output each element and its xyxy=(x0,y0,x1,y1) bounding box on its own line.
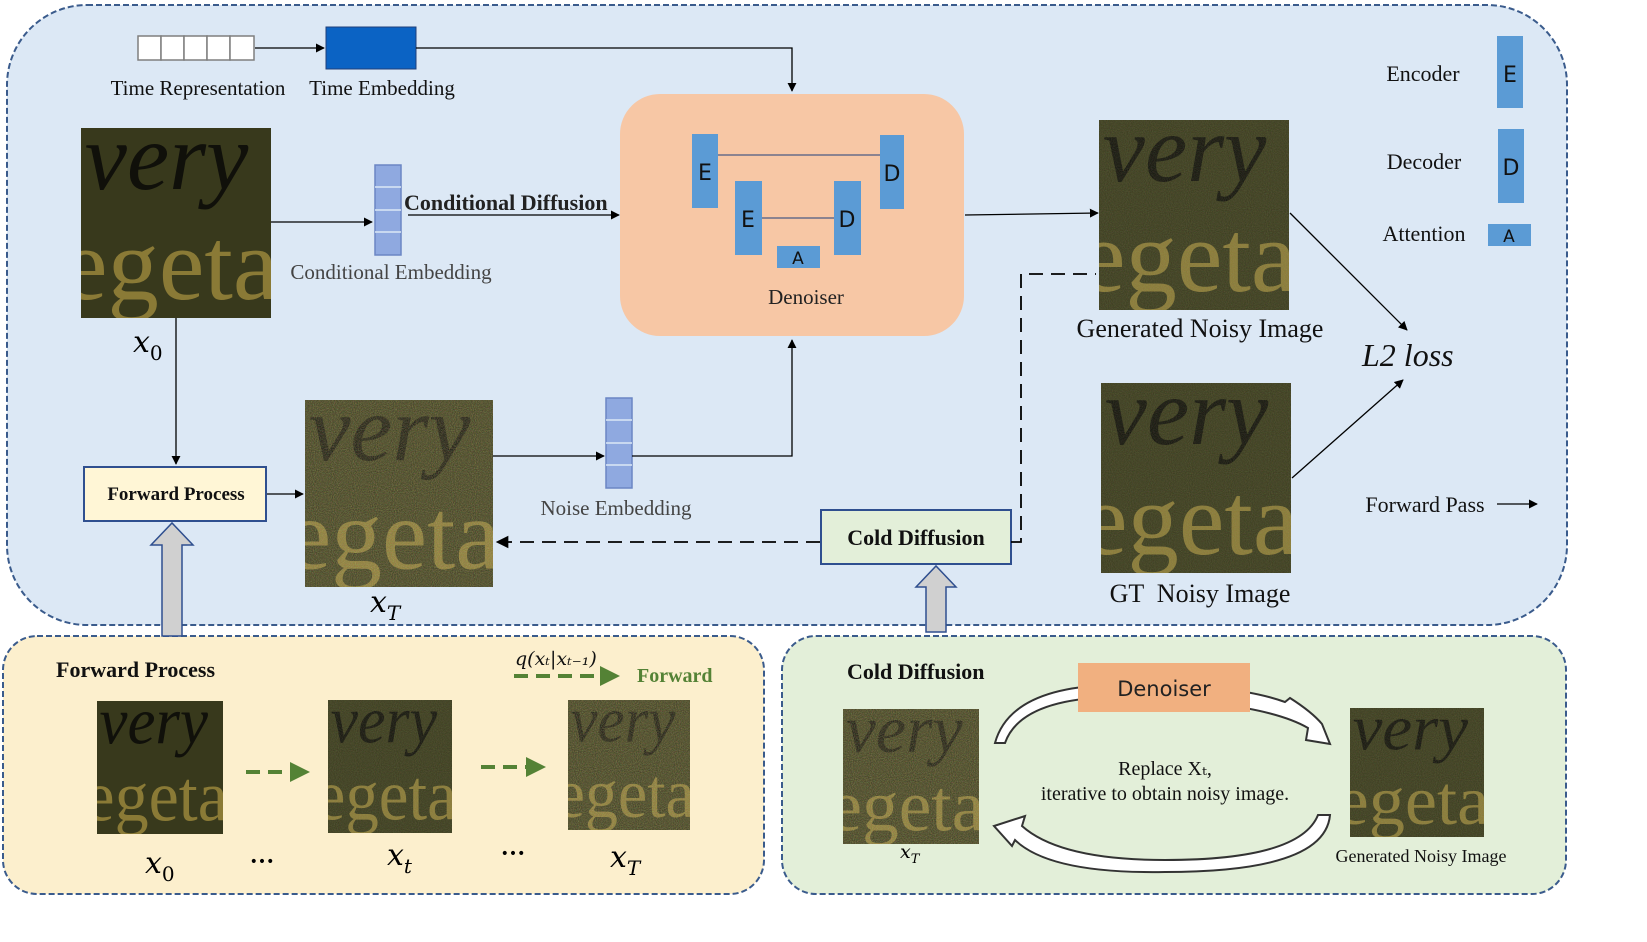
unet-decoder-outer-label: D xyxy=(884,162,901,187)
forward-xT-image xyxy=(568,700,690,830)
cold-generated-image xyxy=(1350,708,1484,837)
unet-decoder-inner xyxy=(834,181,861,255)
forward-xt-image xyxy=(328,700,452,833)
forward-up-arrow xyxy=(149,521,195,637)
forward-panel-title: Forward Process xyxy=(56,657,215,682)
cold-panel-title: Cold Diffusion xyxy=(847,659,985,684)
forward-legend-label: Forward xyxy=(637,665,713,687)
x0-image xyxy=(81,128,271,318)
legend-encoder-symbol: E xyxy=(1503,63,1517,88)
cold-denoiser-label: Denoiser xyxy=(1117,677,1211,701)
conditional-embedding-bar xyxy=(374,164,402,256)
xT-label: xT xyxy=(370,585,402,625)
legend-forward-pass-label: Forward Pass xyxy=(1365,492,1484,517)
denoiser-label: Denoiser xyxy=(768,285,844,309)
conditional-diffusion-label: Conditional Diffusion xyxy=(404,190,608,215)
unet-attention xyxy=(777,246,820,268)
arrow-generated-to-l2 xyxy=(1289,212,1408,331)
legend-attention-swatch xyxy=(1488,224,1531,246)
dashed-cold-to-generated xyxy=(1011,273,1096,543)
time-embedding-block xyxy=(325,26,417,70)
unet-attention-label: A xyxy=(792,249,804,269)
arrow-gt-to-l2 xyxy=(1291,379,1404,479)
forward-xT-label: xT xyxy=(610,840,642,880)
conditional-embedding-label: Conditional Embedding xyxy=(290,260,492,284)
unet-decoder-inner-label: D xyxy=(839,208,856,233)
forward-x0-label: x0 xyxy=(145,846,175,886)
cold-xT-label: xT xyxy=(900,841,921,867)
cold-diffusion-label: Cold Diffusion xyxy=(847,525,985,550)
forward-process-box xyxy=(83,466,267,522)
generated-noisy-label: Generated Noisy Image xyxy=(1077,314,1324,343)
unet-decoder-outer xyxy=(880,135,904,209)
unet-encoder-inner xyxy=(735,181,762,255)
cold-generated-label: Generated Noisy Image xyxy=(1336,846,1507,866)
cold-diffusion-box xyxy=(820,509,1012,565)
arrow-denoiser-to-generated xyxy=(964,208,1099,218)
cold-denoiser-block xyxy=(1078,663,1250,712)
forward-xt-label: xt xyxy=(387,838,413,878)
generated-noisy-image xyxy=(1099,120,1289,310)
gt-noisy-image xyxy=(1101,383,1291,573)
legend-decoder-symbol: D xyxy=(1503,156,1520,181)
noise-embedding-label: Noise Embedding xyxy=(540,496,692,520)
arrow-timeemb-to-denoiser xyxy=(416,47,797,92)
time-representation-block xyxy=(137,35,255,61)
unet-encoder-outer-label: E xyxy=(698,161,712,186)
arrow-noise-emb-to-denoiser xyxy=(632,339,797,457)
cold-replace-text: Replace Xₜ, xyxy=(1118,758,1212,780)
noise-embedding-bar xyxy=(605,397,633,489)
cold-cycle-arrow-bottom xyxy=(992,814,1332,874)
x0-label: x0 xyxy=(133,325,163,365)
legend-encoder-swatch xyxy=(1497,36,1523,108)
legend-attention-label: Attention xyxy=(1382,221,1465,246)
cold-iterative-text: iterative to obtain noisy image. xyxy=(1041,783,1289,805)
legend-attention-symbol: A xyxy=(1503,227,1515,247)
cold-xT-image xyxy=(843,709,979,844)
legend-decoder-swatch xyxy=(1498,129,1524,203)
l2-loss-label: L2 loss xyxy=(1361,337,1454,373)
cold-up-arrow xyxy=(914,564,958,633)
legend-decoder-label: Decoder xyxy=(1387,149,1462,174)
forward-x0-image xyxy=(97,701,223,834)
legend-encoder-label: Encoder xyxy=(1386,61,1460,86)
forward-ellipsis-2: ••• xyxy=(501,846,526,862)
forward-ellipsis-1: ••• xyxy=(250,854,275,870)
forward-q-label: q(xₜ|xₜ₋₁) xyxy=(515,648,597,670)
gt-noisy-label: GT Noisy Image xyxy=(1110,579,1291,608)
unet-encoder-outer xyxy=(692,134,718,208)
forward-process-label: Forward Process xyxy=(107,484,244,505)
unet-encoder-inner-label: E xyxy=(741,208,755,233)
xT-image xyxy=(305,400,493,587)
time-embedding-label: Time Embedding xyxy=(309,76,455,100)
time-representation-label: Time Representation xyxy=(111,76,286,100)
